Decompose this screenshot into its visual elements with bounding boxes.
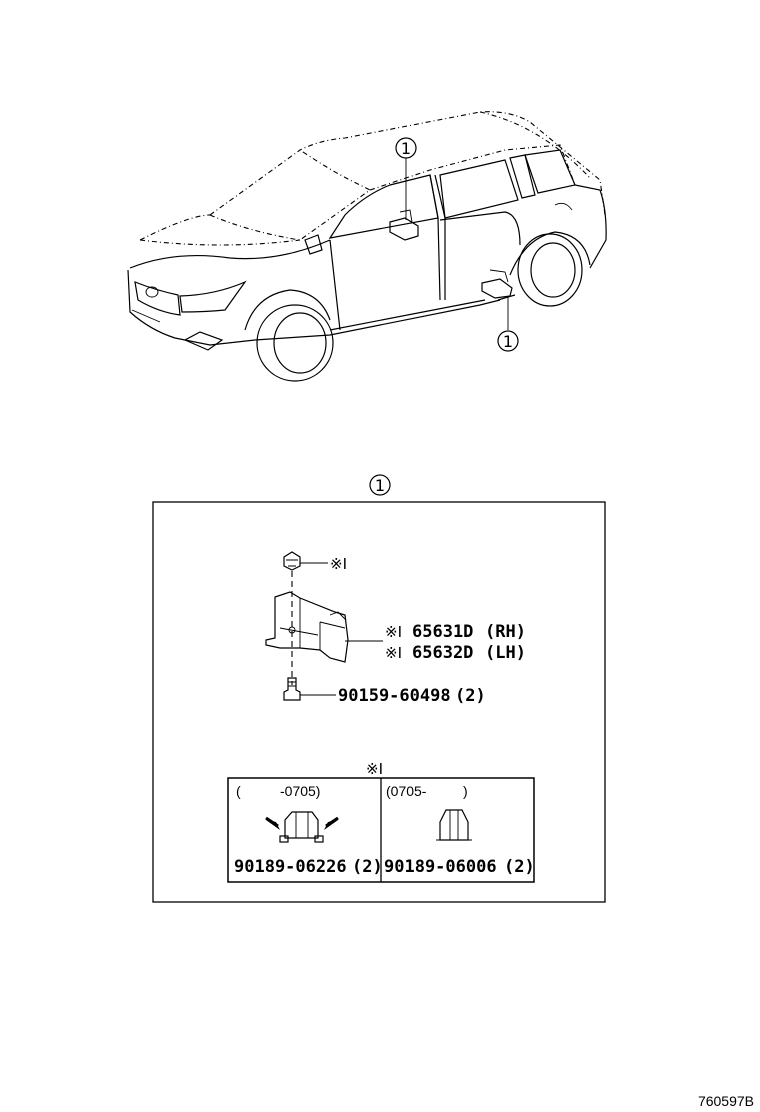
clip-variant-new: (0705- ) 90189-06006 (2) — [384, 783, 535, 877]
clip-variant-table — [227, 777, 535, 883]
svg-text:90159-60498: 90159-60498 — [338, 686, 451, 706]
detail-frame — [152, 501, 606, 903]
svg-text:(RH): (RH) — [485, 622, 526, 642]
clip-note: ※I — [330, 555, 347, 573]
clip-table-note: ※I — [366, 760, 383, 778]
svg-text:(2): (2) — [504, 857, 535, 877]
callout-door: 1 — [395, 137, 417, 159]
svg-text:(2): (2) — [455, 686, 486, 706]
drawing-code: 760597B — [698, 1093, 754, 1109]
part-label-lh: ※I 65632D (LH) — [385, 643, 526, 663]
svg-text:1: 1 — [401, 139, 411, 158]
callout-sill: 1 — [497, 330, 519, 352]
screw-label: 90159-60498 (2) — [338, 686, 486, 706]
svg-text:1: 1 — [503, 332, 513, 351]
screw-part — [283, 677, 336, 701]
clip-variant-old: ( -0705) 90189-06226 (2) — [234, 783, 383, 877]
svg-text:(2): (2) — [352, 857, 383, 877]
svg-text:(LH): (LH) — [485, 643, 526, 663]
svg-text:※I: ※I — [385, 623, 402, 641]
clip-part — [283, 551, 328, 571]
callout-detail: 1 — [369, 474, 391, 496]
bracket-part — [265, 591, 349, 663]
svg-text:1: 1 — [375, 476, 385, 495]
svg-text:90189-06006: 90189-06006 — [384, 857, 497, 877]
svg-text:(0705-: (0705- — [386, 783, 427, 799]
svg-text:(: ( — [236, 783, 241, 799]
svg-text:): ) — [463, 783, 468, 799]
svg-text:※I: ※I — [385, 644, 402, 662]
svg-text:90189-06226: 90189-06226 — [234, 857, 347, 877]
part-label-rh: ※I 65631D (RH) — [385, 622, 526, 642]
svg-text:65632D: 65632D — [412, 643, 473, 663]
car-illustration — [127, 111, 607, 382]
svg-text:65631D: 65631D — [412, 622, 473, 642]
svg-text:-0705): -0705) — [280, 783, 320, 799]
